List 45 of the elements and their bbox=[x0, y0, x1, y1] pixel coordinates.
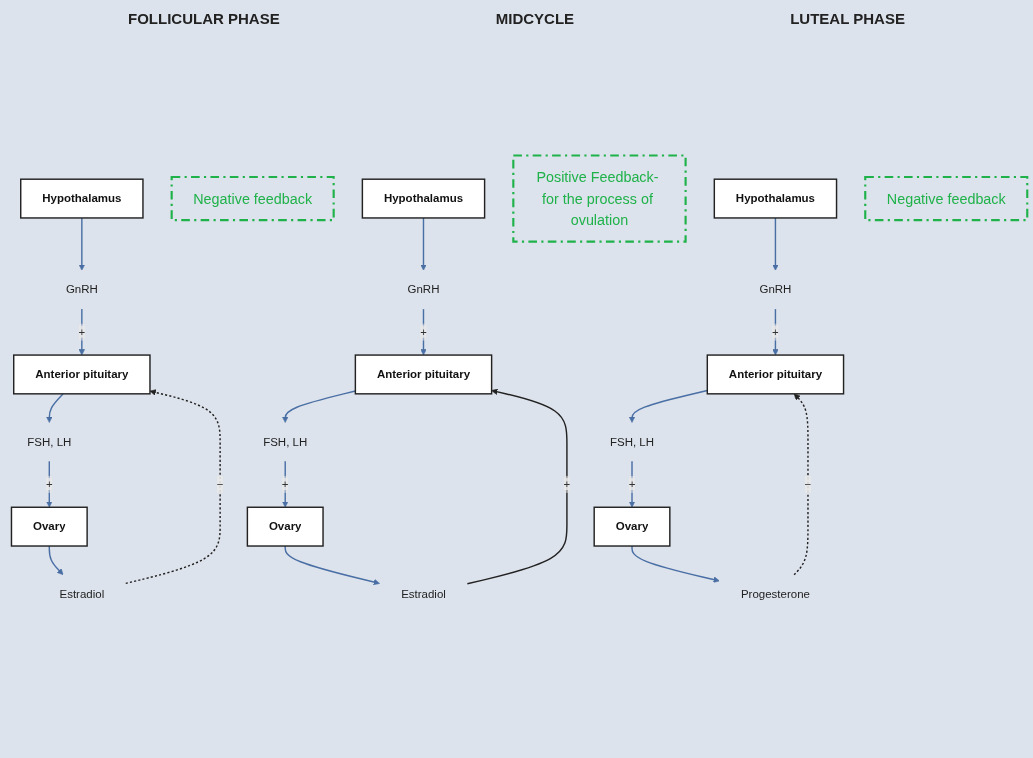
edge-label: + bbox=[420, 325, 427, 338]
arrow bbox=[48, 545, 64, 575]
node-text: GnRH bbox=[759, 283, 792, 296]
node-box: Ovary bbox=[593, 506, 671, 547]
node-box: Ovary bbox=[246, 506, 324, 547]
node-text: Estradiol bbox=[59, 587, 105, 600]
edge-label: + bbox=[45, 477, 53, 491]
edge-label: + bbox=[772, 325, 779, 338]
arrow bbox=[284, 545, 380, 586]
node-text: Progesterone bbox=[740, 587, 810, 600]
node-text: GnRH bbox=[407, 283, 440, 296]
arrow bbox=[772, 217, 779, 271]
node-box: Hypothalamus bbox=[713, 178, 838, 219]
arrow bbox=[282, 390, 357, 423]
edge-label: − bbox=[804, 477, 812, 491]
edge-label: + bbox=[563, 477, 571, 491]
node-text: FSH, LH bbox=[263, 435, 308, 448]
edge-label: + bbox=[281, 477, 289, 491]
arrow bbox=[125, 389, 221, 585]
node-box: Negative feedback bbox=[864, 175, 1029, 222]
arrow bbox=[628, 389, 708, 423]
node-box: Anterior pituitary bbox=[13, 354, 151, 395]
node-text: FSH, LH bbox=[609, 435, 655, 448]
node-box: Hypothalamus bbox=[20, 178, 144, 219]
node-box: Anterior pituitary bbox=[706, 354, 845, 395]
node-box: Hypothalamus bbox=[361, 178, 486, 219]
phase-heading: LUTEAL PHASE bbox=[790, 10, 905, 27]
node-text: FSH, LH bbox=[27, 435, 72, 448]
node-box: Anterior pituitary bbox=[354, 354, 493, 395]
arrow bbox=[793, 393, 809, 576]
phase-heading: FOLLICULAR PHASE bbox=[128, 10, 280, 27]
edge-label: − bbox=[216, 477, 224, 491]
arrow bbox=[78, 217, 85, 271]
arrow bbox=[466, 388, 568, 585]
edge-label: + bbox=[78, 325, 86, 338]
arrow bbox=[631, 545, 720, 583]
node-box: Ovary bbox=[10, 506, 88, 547]
node-text: Estradiol bbox=[401, 587, 446, 600]
arrow bbox=[420, 217, 427, 271]
arrow bbox=[46, 393, 64, 423]
phase-heading: MIDCYCLE bbox=[495, 10, 575, 27]
node-box: Positive Feedback- for the process of ovulation bbox=[512, 154, 687, 243]
edge-label: + bbox=[628, 477, 636, 491]
node-text: GnRH bbox=[65, 283, 98, 296]
node-box: Negative feedback bbox=[170, 175, 335, 222]
